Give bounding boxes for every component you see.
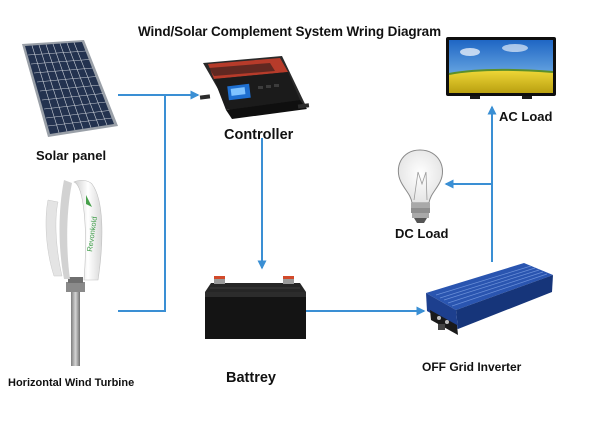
wind-turbine-icon: Revonkold (45, 179, 103, 366)
line-wind-to-controller (118, 95, 166, 312)
inverter-label: OFF Grid Inverter (422, 360, 522, 374)
battery-icon (205, 276, 306, 339)
battery-label: Battrey (226, 370, 276, 386)
controller-icon (199, 56, 310, 119)
controller-label: Controller (224, 127, 294, 143)
solar-panel-icon (22, 40, 118, 137)
dc-load-label: DC Load (395, 226, 449, 241)
wind-turbine-label: Horizontal Wind Turbine (8, 377, 135, 389)
connection-lines (118, 90, 497, 316)
ac-load-label: AC Load (499, 109, 553, 124)
inverter-icon (426, 263, 553, 335)
diagram-title: Wind/Solar Complement System Wring Diagr… (138, 24, 441, 39)
tv-icon (446, 37, 556, 99)
light-bulb-icon (397, 149, 443, 223)
solar-panel-label: Solar panel (36, 148, 107, 163)
